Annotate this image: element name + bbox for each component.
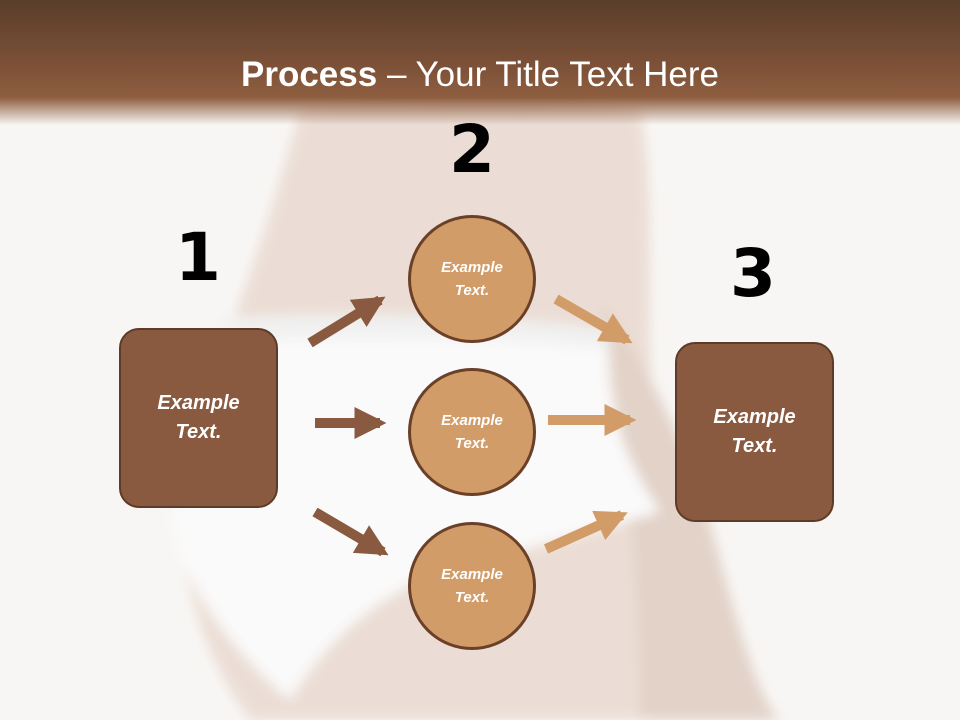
step-1-text: Example Text. [157,392,240,443]
step-2-circle-bottom: Example Text. [408,522,536,650]
circle-top-text: Example Text. [441,259,503,299]
arrow-1-to-bottom [312,507,389,557]
step-2-circle-top: Example Text. [408,215,536,343]
step-1-box: Example Text. [119,328,278,508]
circle-middle-text: Example Text. [441,412,503,452]
page-title: Process – Your Title Text Here [0,52,960,97]
step-3-box: Example Text. [675,342,834,522]
circle-bottom-text: Example Text. [441,566,503,606]
arrow-bottom-to-3 [543,510,628,554]
arrow-top-to-3 [553,294,633,345]
step-3-text: Example Text. [713,406,796,457]
title-rest: – Your Title Text Here [377,55,719,94]
title-banner [0,0,960,125]
step-number-1: 1 [175,219,221,296]
step-number-3: 3 [730,235,776,312]
step-number-2: 2 [449,111,495,188]
step-2-circle-middle: Example Text. [408,368,536,496]
title-bold: Process [241,55,378,94]
arrow-1-to-top [307,295,386,348]
